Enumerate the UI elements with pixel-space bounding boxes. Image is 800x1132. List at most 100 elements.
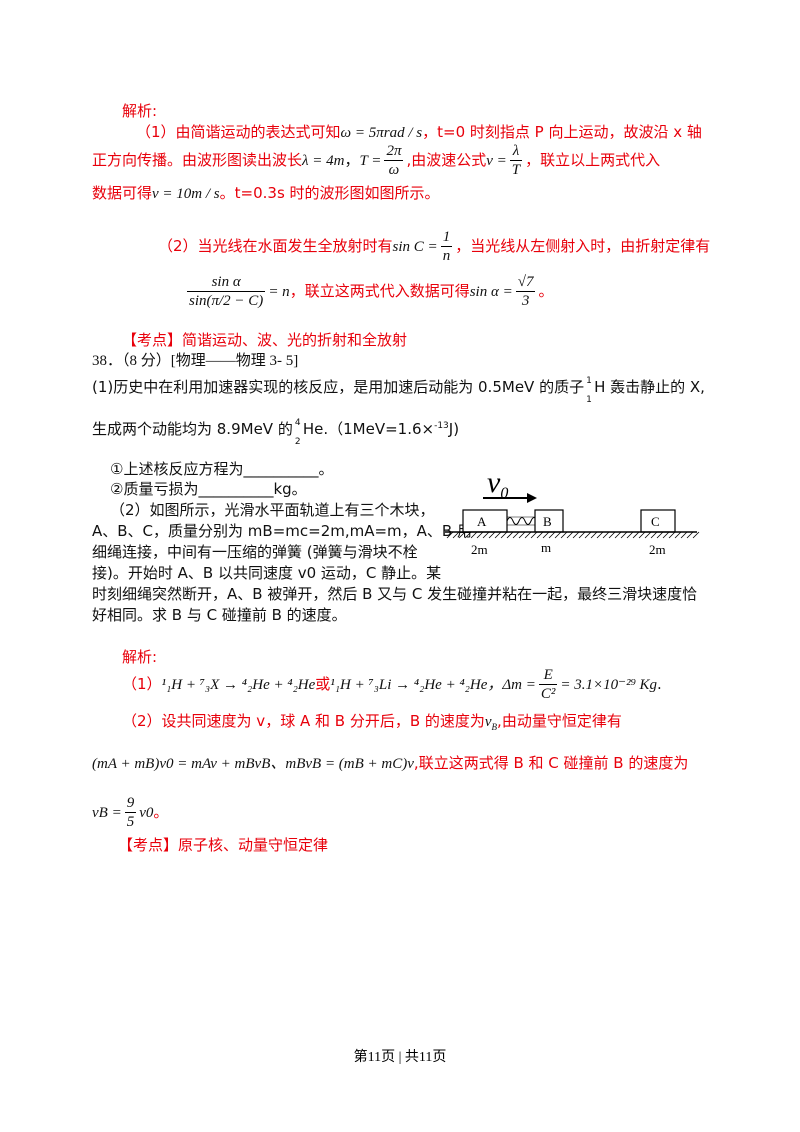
text: ,联立这两式得 B 和 C 碰撞前 B 的速度为: [413, 754, 689, 772]
velocity-label: v0: [487, 466, 508, 502]
text: （1）: [122, 675, 162, 693]
q38-line-3: （2）如图所示，光滑水平面轨道上有三个木块，: [110, 501, 435, 519]
hatch-mark: [650, 531, 658, 539]
vB-symbol: vB: [484, 714, 498, 732]
text: 生成两个动能均为 8.9MeV 的: [92, 420, 293, 438]
hatch-mark: [458, 531, 466, 539]
text: 数据可得: [92, 184, 153, 202]
kaodian-1: 【考点】简谐运动、波、光的折射和全放射: [122, 331, 408, 349]
analysis-2-line-3: (mA + mB)v0 = mAv + mBvB、mBvB = (mB + mC…: [92, 752, 688, 773]
period-label: T =: [359, 153, 382, 169]
q38-line-5: 细绳连接，中间有一压缩的弹簧 (弹簧与滑块不栓: [92, 543, 418, 561]
text: （2）当光线在水面发生全放射时有: [158, 237, 393, 255]
hatch-mark: [476, 531, 484, 539]
q38-line-4: A、B、C，质量分别为 mB=mc=2m,mA=m，A、B 用: [92, 522, 472, 540]
analysis-heading-2: 解析:: [122, 648, 158, 666]
text: 或: [315, 675, 331, 693]
ground-hatch: [446, 531, 700, 539]
text: （1）由简谐运动的表达式可知: [136, 123, 341, 141]
hatch-mark: [482, 531, 490, 539]
analysis-heading-1: 解析:: [122, 102, 158, 120]
hatch-mark: [542, 531, 550, 539]
hatch-mark: [680, 531, 688, 539]
q38-line-7: 时刻细绳突然断开，A、B 被弹开，然后 B 又与 C 发生碰撞并粘在一起，最终三…: [92, 585, 698, 603]
text: ，联立这两式代入数据可得: [289, 282, 470, 300]
block-a-label: A: [477, 514, 487, 529]
snell-equals: = n: [268, 284, 290, 300]
mass-label-b: m: [541, 540, 551, 555]
reaction-equation-1: ¹₁H + ⁷₃X → ⁴₂He + ⁴₂He: [161, 677, 316, 693]
hatch-mark: [572, 531, 580, 539]
hatch-mark: [674, 531, 682, 539]
text: ,由波速公式: [406, 151, 487, 169]
hatch-mark: [608, 531, 616, 539]
hatch-mark: [560, 531, 568, 539]
hatch-mark: [488, 531, 496, 539]
text: （2）设共同速度为 v，球 A 和 B 分开后，B 的速度为: [122, 712, 485, 730]
hatch-mark: [632, 531, 640, 539]
blocks-figure: v0 A B C 2m m 2m: [445, 466, 700, 557]
analysis-2-line-2: （2）设共同速度为 v，球 A 和 B 分开后，B 的速度为vB,由动量守恒定律…: [122, 710, 622, 732]
momentum-equations: (mA + mB)v0 = mAv + mBvB、mBvB = (mB + mC…: [92, 756, 414, 772]
hatch-mark: [644, 531, 652, 539]
sinC-label: sin C =: [392, 239, 438, 255]
hatch-mark: [512, 531, 520, 539]
hatch-mark: [446, 531, 454, 539]
mass-label-c: 2m: [649, 542, 666, 557]
text: ，t=0 时刻指点 P 向上运动，故波沿 x 轴: [422, 123, 702, 141]
hatch-mark: [584, 531, 592, 539]
hatch-mark: [500, 531, 508, 539]
hatch-mark: [620, 531, 628, 539]
block-b-label: B: [543, 514, 552, 529]
omega-formula: ω = 5πrad / s: [340, 125, 423, 141]
hatch-mark: [662, 531, 670, 539]
q38-item-2: ②质量亏损为__________kg。: [110, 480, 307, 498]
analysis-2-line-1: （1）¹₁H + ⁷₃X → ⁴₂He + ⁴₂He或¹₁H + ⁷₃Li → …: [122, 667, 662, 702]
text: ,由动量守恒定律有: [497, 712, 622, 730]
hatch-mark: [590, 531, 598, 539]
hatch-mark: [692, 531, 700, 539]
hatch-mark: [626, 531, 634, 539]
sin-alpha-label: sin α =: [469, 284, 513, 300]
hatch-mark: [470, 531, 478, 539]
q38-line-8: 好相同。求 B 与 C 碰撞前 B 的速度。: [92, 606, 347, 624]
speed-label: v =: [486, 153, 507, 169]
arrow-head-icon: [527, 493, 537, 503]
question-38-title: 38．（8 分）[物理——物理 3- 5]: [92, 353, 299, 369]
reaction-equation-2: ¹₁H + ⁷₃Li → ⁴₂He + ⁴₂He: [330, 677, 488, 693]
page-footer: 第11页 | 共11页: [353, 1050, 447, 1065]
hatch-mark: [578, 531, 586, 539]
hatch-mark: [530, 531, 538, 539]
hatch-mark: [536, 531, 544, 539]
text: 。t=0.3s 时的波形图如图所示。: [219, 184, 440, 202]
hatch-mark: [566, 531, 574, 539]
text: (1)历史中在利用加速器实现的核反应，是用加速后动能为 0.5MeV 的质子: [92, 378, 585, 396]
kaodian-2: 【考点】原子核、动量守恒定律: [118, 836, 329, 854]
hatch-mark: [614, 531, 622, 539]
text: H 轰击静止的 X,: [594, 378, 705, 396]
hatch-mark: [602, 531, 610, 539]
q38-line-6: 接)。开始时 A、B 以共同速度 v0 运动，C 静止。某: [92, 564, 442, 582]
q38-item-1: ①上述核反应方程为__________。: [110, 460, 334, 478]
hatch-mark: [668, 531, 676, 539]
analysis-1-line-1: （1）由简谐运动的表达式可知ω = 5πrad / s，t=0 时刻指点 P 向…: [136, 121, 702, 142]
text: 正方向传播。由波形图读出波长: [92, 151, 303, 169]
block-c-label: C: [651, 514, 660, 529]
hatch-mark: [464, 531, 472, 539]
vB-result-label: vB =: [92, 805, 122, 821]
hatch-mark: [494, 531, 502, 539]
hatch-mark: [656, 531, 664, 539]
analysis-1-line-3: 数据可得v = 10m / s。t=0.3s 时的波形图如图所示。: [92, 182, 440, 203]
